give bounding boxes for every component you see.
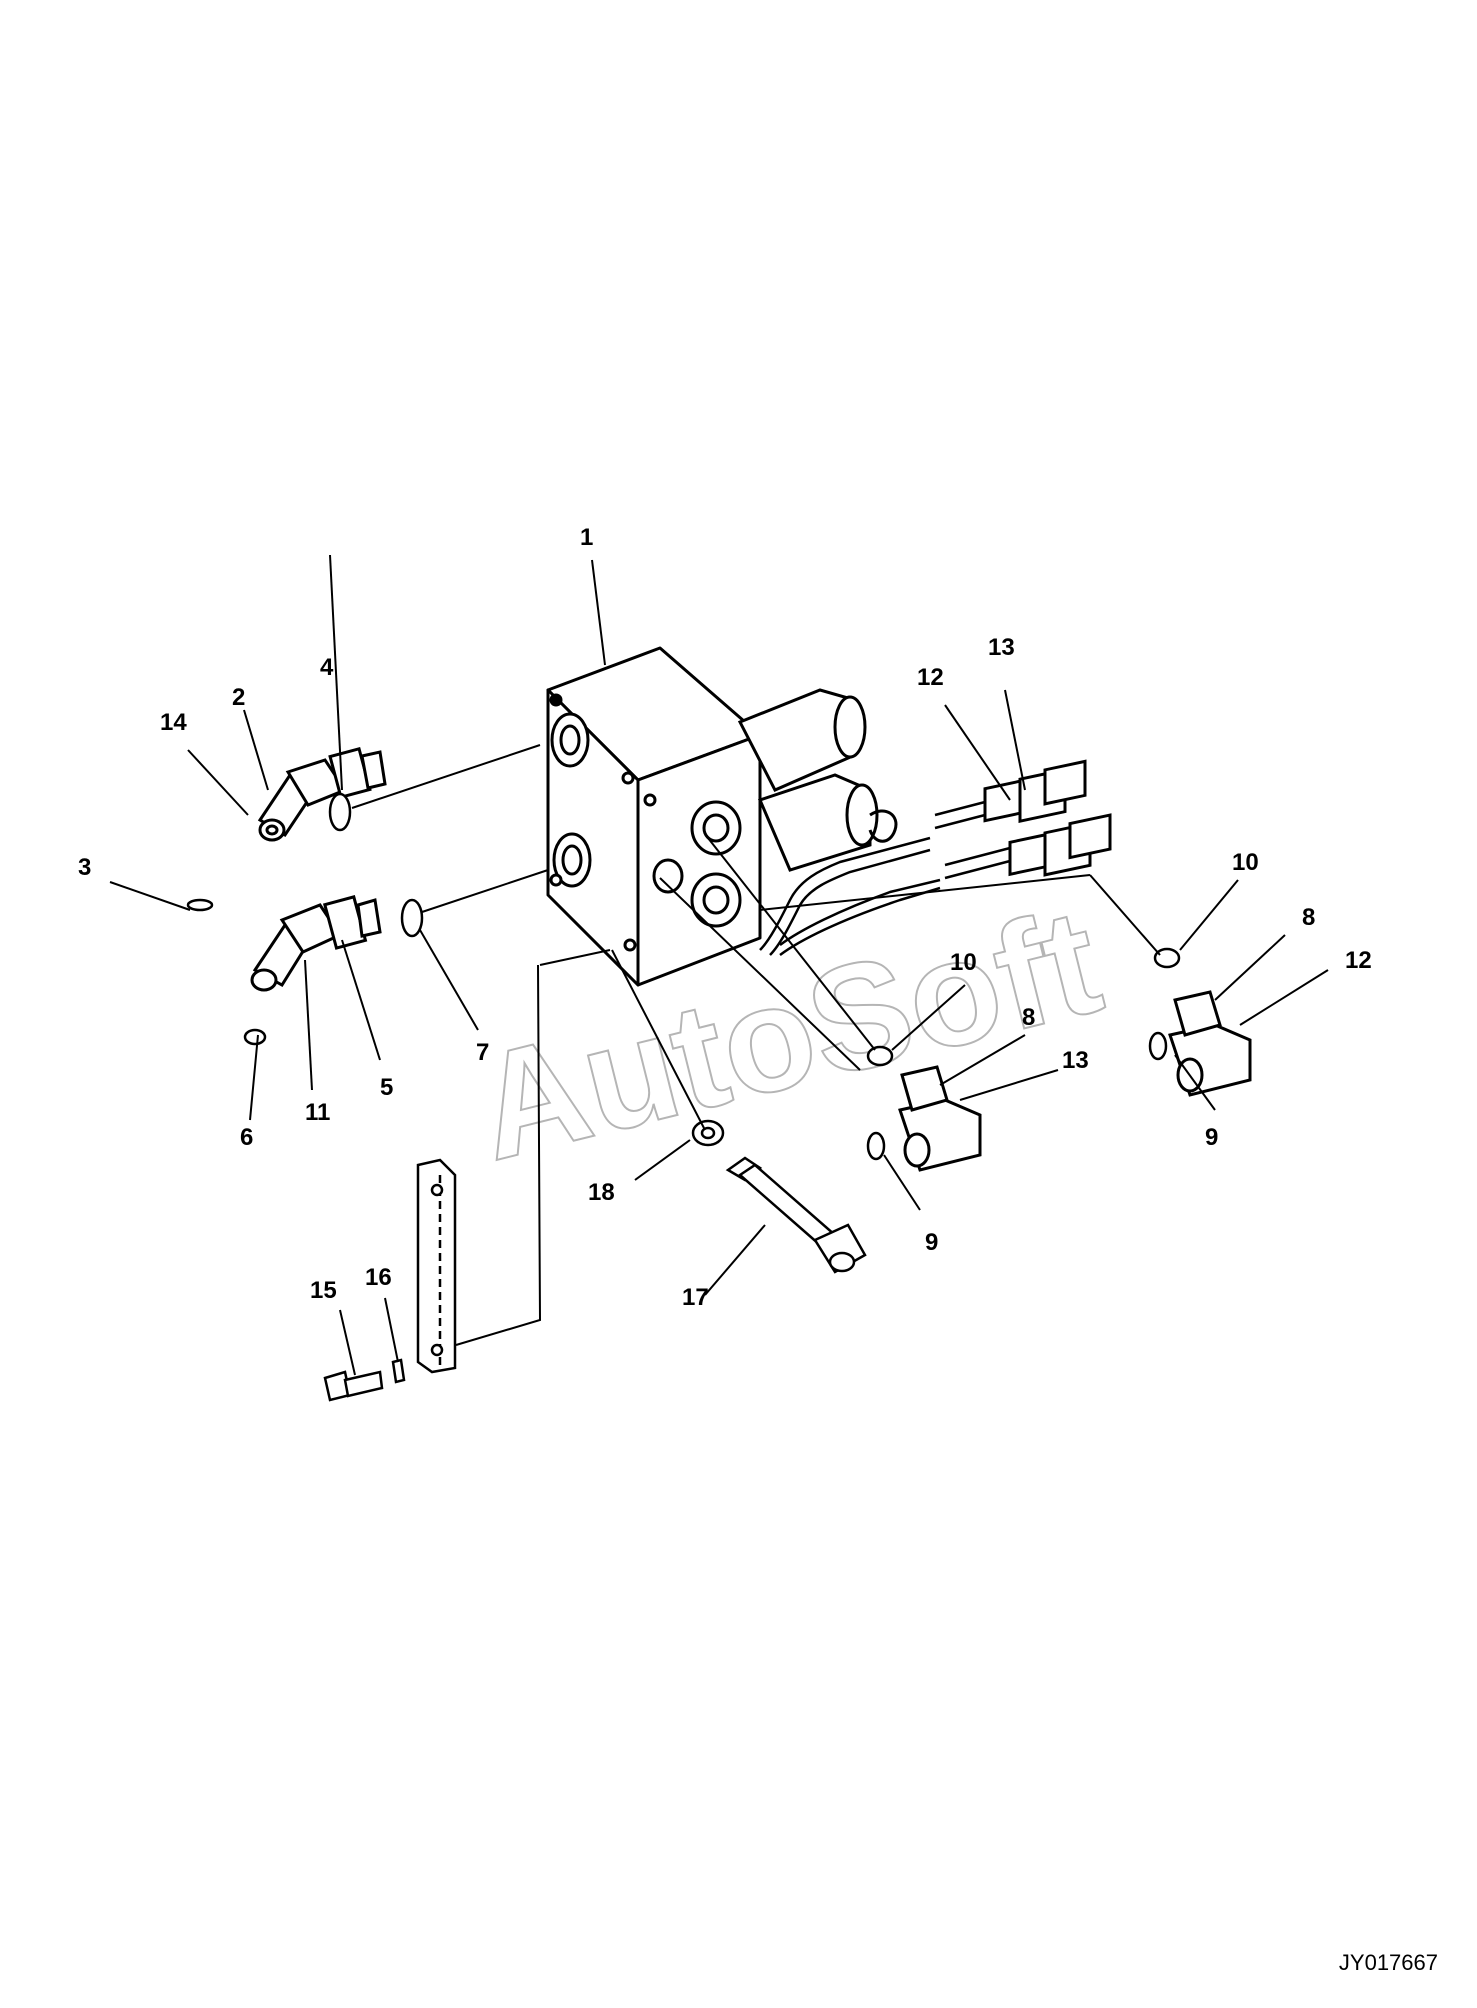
callout-13-upper: 13 <box>988 634 1015 661</box>
callout-17: 17 <box>682 1284 709 1311</box>
valve-block <box>546 646 762 987</box>
callout-12-upper: 12 <box>917 664 944 691</box>
drawing-code: JY017667 <box>1339 1950 1438 1975</box>
callout-9-center: 9 <box>925 1229 938 1256</box>
callout-10-right: 10 <box>1232 849 1259 876</box>
banjo-bolt <box>725 1156 867 1274</box>
callout-9-right: 9 <box>1205 1124 1218 1151</box>
o-rings <box>186 792 1181 1161</box>
callout-1: 1 <box>580 524 593 551</box>
callout-12-right: 12 <box>1345 947 1372 974</box>
hex-bolt <box>323 1358 406 1402</box>
callout-6: 6 <box>240 1124 253 1151</box>
callout-16: 16 <box>365 1264 392 1291</box>
mounting-bracket <box>416 1158 457 1374</box>
callout-14: 14 <box>160 709 187 736</box>
callout-2: 2 <box>232 684 245 711</box>
assembly-lines <box>351 744 1161 1346</box>
elbow-fitting-right-lower <box>898 1065 982 1172</box>
watermark-text: AutoSoft <box>460 876 1115 1192</box>
callout-4: 4 <box>320 654 334 681</box>
callout-8-right: 8 <box>1302 904 1315 931</box>
callout-18: 18 <box>588 1179 615 1206</box>
solenoid-coils <box>737 688 898 872</box>
callout-8-center: 8 <box>1022 1004 1035 1031</box>
callout-15: 15 <box>310 1277 337 1304</box>
callout-10-center: 10 <box>950 949 977 976</box>
callout-labels: 1 2 3 4 5 6 7 8 8 9 9 10 10 11 12 12 13 … <box>78 524 1372 1311</box>
elbow-fitting-right-upper <box>1168 990 1252 1097</box>
callout-13-center: 13 <box>1062 1047 1089 1074</box>
elbow-fitting-lower-left <box>250 895 382 992</box>
harness-connectors <box>983 759 1112 877</box>
elbow-fitting-upper-left <box>257 746 387 842</box>
leader-lines <box>109 554 1329 1376</box>
callout-3: 3 <box>78 854 91 881</box>
callout-11: 11 <box>305 1099 330 1126</box>
callout-7: 7 <box>476 1039 489 1066</box>
callout-5: 5 <box>380 1074 393 1101</box>
